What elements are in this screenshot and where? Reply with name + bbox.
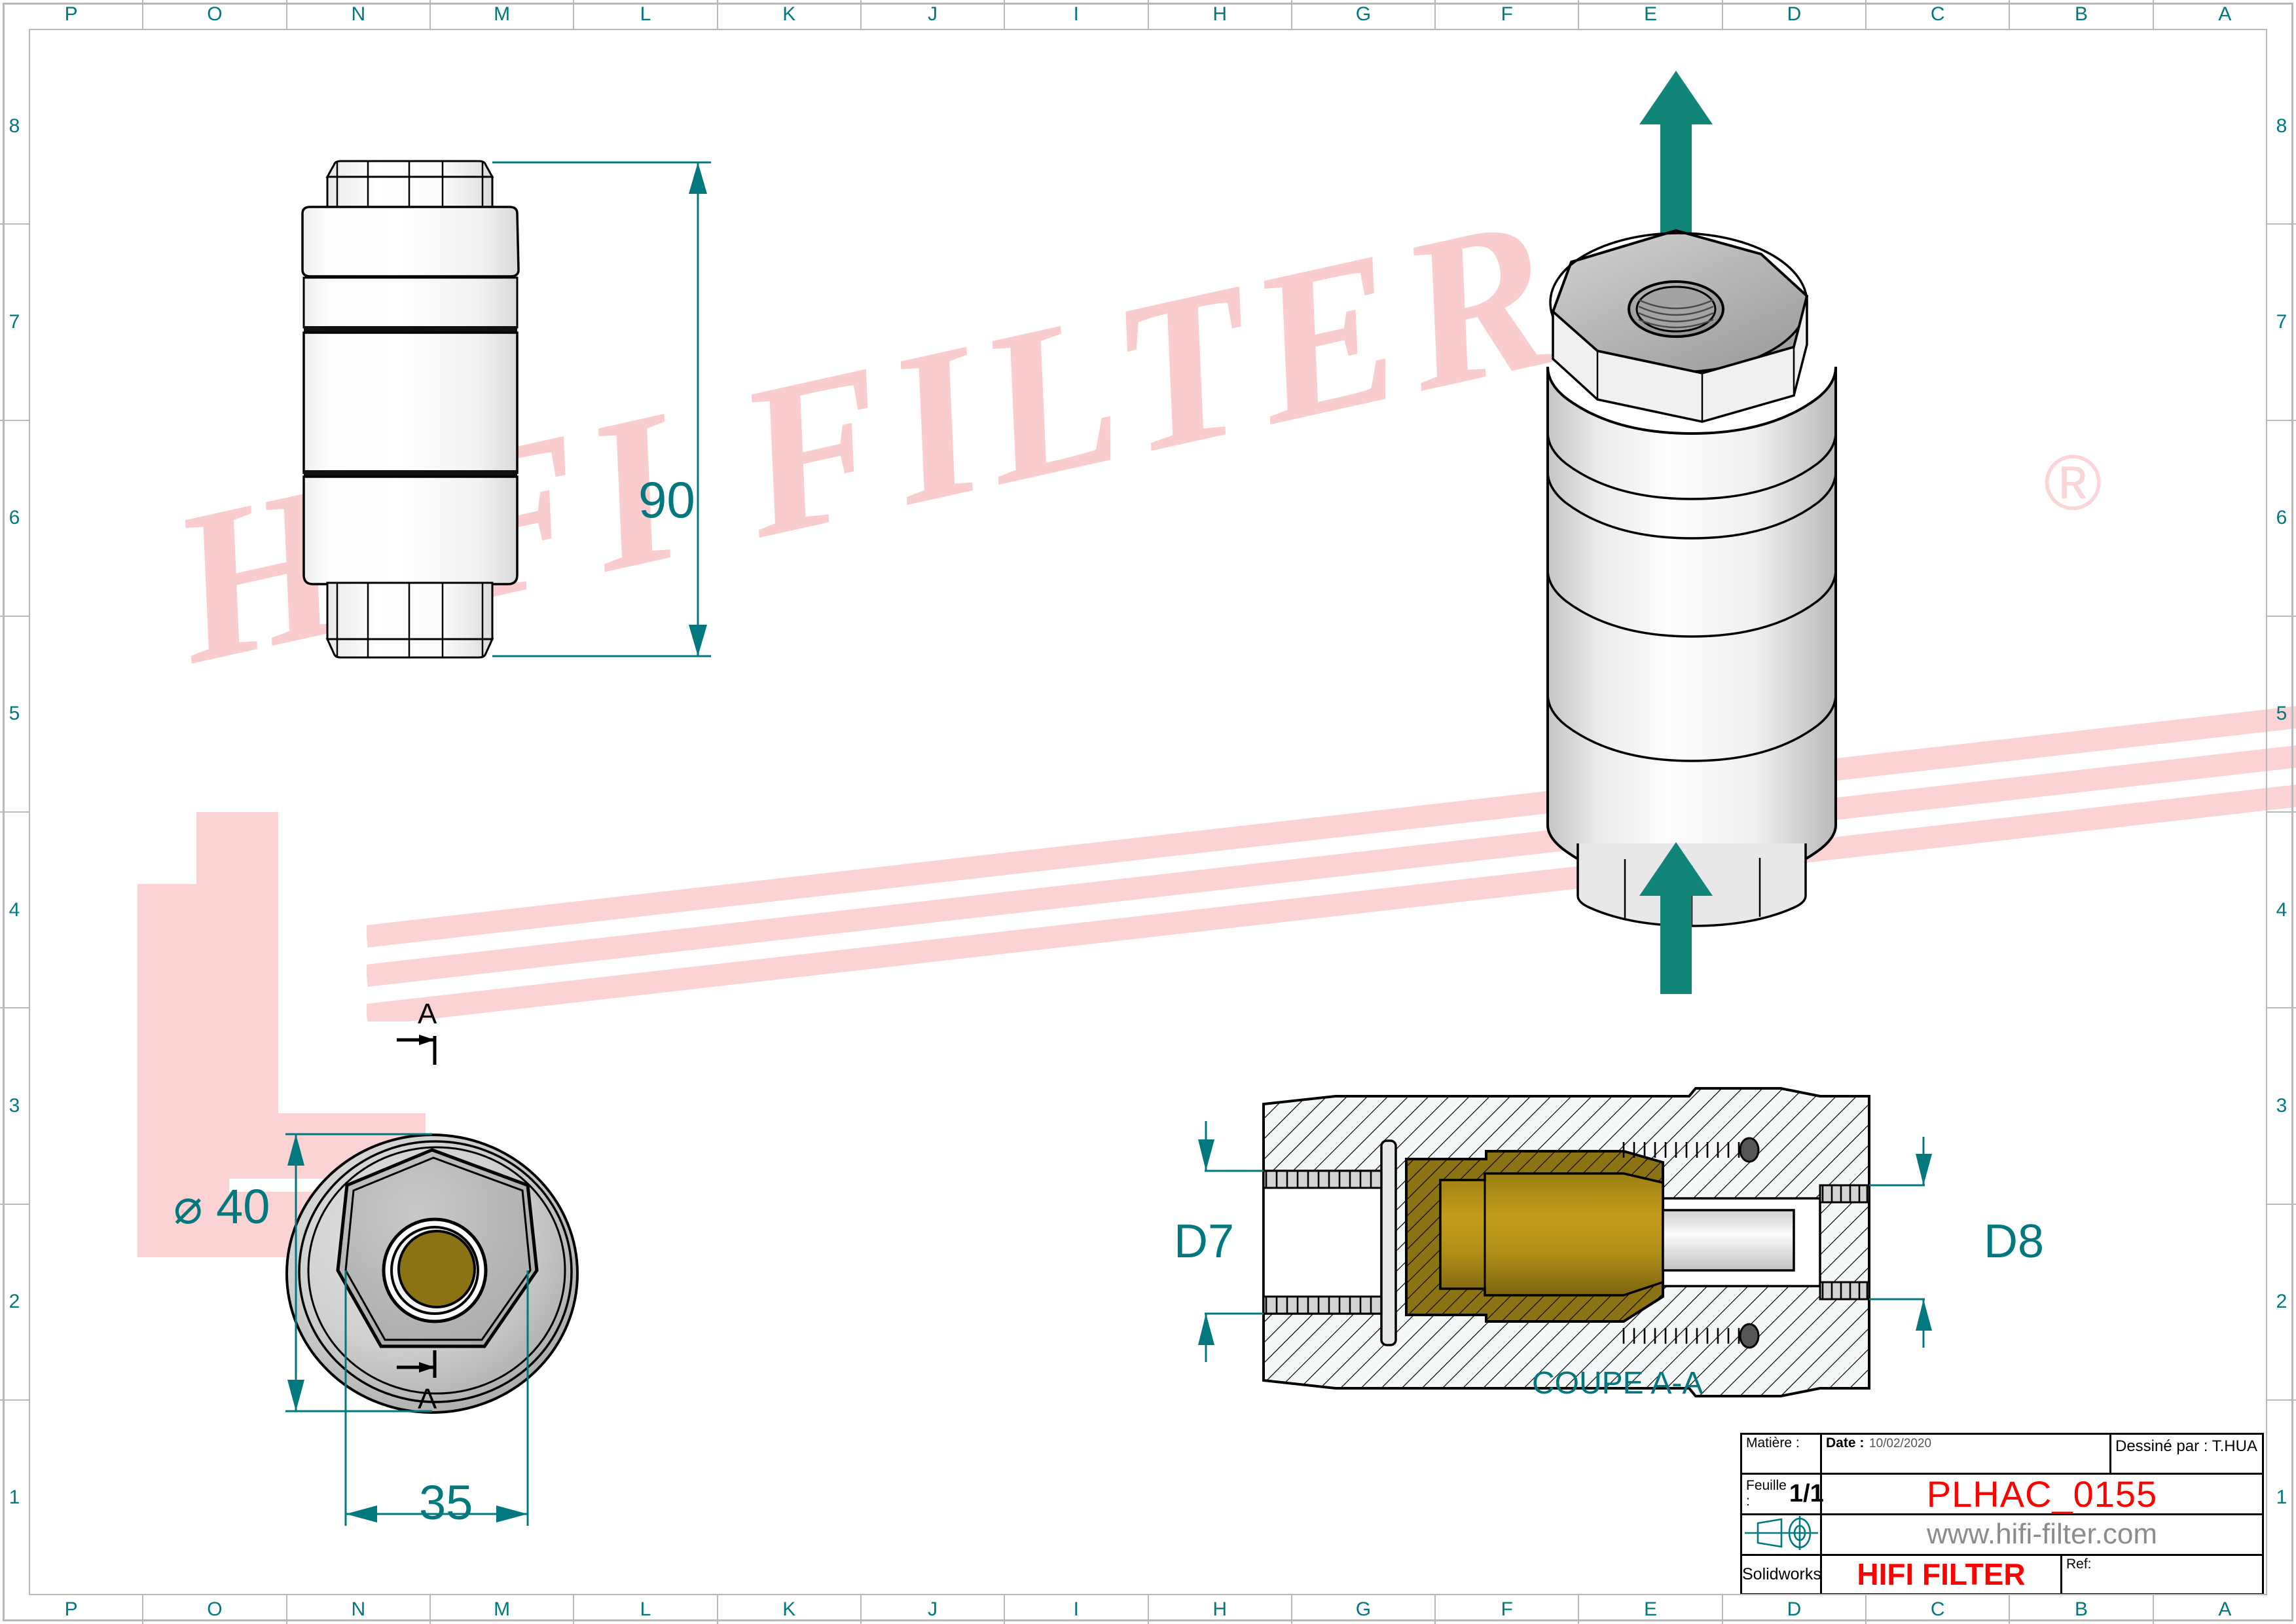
zone-col-M: M: [431, 1595, 575, 1624]
zone-col-C: C: [1867, 0, 2011, 29]
zone-col-A: A: [2218, 1598, 2232, 1620]
registered-trademark-icon: ®: [2044, 439, 2102, 526]
dimension-diameter-40: ⌀ 40: [173, 1179, 270, 1234]
inlet-flow-arrow: [1639, 842, 1713, 994]
zone-col-B: B: [2010, 1595, 2154, 1624]
dimension-d8: D8: [1984, 1215, 2045, 1268]
date-cell: Date : 10/02/2020: [1822, 1435, 2111, 1473]
software-label: Solidworks: [1742, 1564, 1821, 1583]
zone-col-G: G: [1292, 1595, 1436, 1624]
sheet-label: Feuille :: [1746, 1478, 1787, 1509]
zone-col-A: A: [2218, 3, 2232, 25]
title-block: Matière : Date : 10/02/2020 Dessiné par …: [1740, 1433, 2264, 1595]
zone-row-1: 1: [2276, 1486, 2287, 1509]
dimension-height-90: 90: [638, 471, 695, 528]
zone-row-8: 8: [0, 29, 29, 225]
zone-row-4: 4: [2267, 813, 2296, 1009]
company-cell: HIFI FILTER: [1822, 1555, 2062, 1593]
zone-col-J: J: [862, 1595, 1006, 1624]
first-angle-projection-icon: [1743, 1514, 1819, 1555]
dimension-d7: D7: [1174, 1215, 1235, 1268]
zone-col-P: P: [0, 1595, 144, 1624]
title-block-row-2: Feuille : 1/1 PLHAC_0155: [1742, 1473, 2262, 1515]
zone-col-F: F: [1436, 0, 1580, 29]
sheet-cell: Feuille : 1/1: [1742, 1474, 1824, 1513]
title-block-row-3: www.hifi-filter.com: [1742, 1515, 2262, 1556]
zone-col-L: L: [574, 1595, 718, 1624]
zone-col-C: C: [1867, 1595, 2011, 1624]
zone-col-O: O: [143, 0, 287, 29]
section-arrow-bottom-icon: [393, 1346, 471, 1386]
section-view: [1165, 1074, 1938, 1414]
zone-row-6: 6: [2267, 421, 2296, 617]
company-name: HIFI FILTER: [1857, 1557, 2026, 1592]
title-block-row-4: Solidworks HIFI FILTER Ref:: [1742, 1555, 2262, 1594]
section-marker-a-bottom: A: [418, 1383, 437, 1415]
dimension-width-35: 35: [419, 1475, 473, 1530]
zone-col-I: I: [1005, 1595, 1149, 1624]
end-view: [157, 1008, 629, 1545]
zone-col-I: I: [1005, 0, 1149, 29]
zone-col-N: N: [287, 0, 431, 29]
zone-row-1: 1: [9, 1486, 20, 1509]
outlet-flow-arrow: [1639, 71, 1713, 234]
zone-col-K: K: [718, 1595, 862, 1624]
zone-row-5: 5: [0, 617, 29, 813]
part-number-cell: PLHAC_0155: [1822, 1473, 2262, 1515]
website-cell: www.hifi-filter.com: [1822, 1515, 2262, 1554]
zone-row-2: 2: [0, 1205, 29, 1401]
date-label: Date :: [1826, 1435, 1865, 1450]
zone-col-H: H: [1149, 0, 1292, 29]
zone-col-H: H: [1149, 1595, 1292, 1624]
zone-row-2: 2: [2267, 1205, 2296, 1401]
projection-symbol-cell: [1742, 1515, 1822, 1554]
zone-row-3: 3: [2267, 1008, 2296, 1205]
material-cell: Matière :: [1742, 1435, 1822, 1473]
zone-col-L: L: [574, 0, 718, 29]
zone-col-G: G: [1292, 0, 1436, 29]
zone-row-7: 7: [0, 225, 29, 421]
front-elevation-view: [249, 151, 746, 877]
zone-col-B: B: [2010, 0, 2154, 29]
date-value: 10/02/2020: [1869, 1437, 1932, 1450]
software-cell: Solidworks: [1742, 1555, 1822, 1593]
section-arrow-top-icon: [393, 1027, 471, 1066]
zone-col-D: D: [1723, 1595, 1867, 1624]
part-number: PLHAC_0155: [1926, 1473, 2158, 1515]
zone-col-J: J: [862, 0, 1006, 29]
sheet-value: 1/1: [1789, 1480, 1824, 1507]
section-marker-a-top: A: [418, 998, 437, 1030]
zone-col-P: P: [0, 0, 144, 29]
drawn-by-label: Dessiné par : T.HUA: [2115, 1437, 2257, 1455]
zone-row-4: 4: [0, 813, 29, 1009]
website-url: www.hifi-filter.com: [1926, 1518, 2158, 1550]
section-caption: COUPE A-A: [1532, 1366, 1704, 1401]
zone-col-E: E: [1579, 1595, 1723, 1624]
ref-label: Ref:: [2066, 1556, 2092, 1572]
title-block-row-1: Matière : Date : 10/02/2020 Dessiné par …: [1742, 1435, 2262, 1475]
zone-col-F: F: [1436, 1595, 1580, 1624]
zone-col-E: E: [1579, 0, 1723, 29]
zone-row-8: 8: [2267, 29, 2296, 225]
drawn-by-cell: Dessiné par : T.HUA: [2111, 1435, 2262, 1473]
zone-row-3: 3: [0, 1008, 29, 1205]
zone-row-6: 6: [0, 421, 29, 617]
ref-cell: Ref:: [2062, 1556, 2262, 1594]
zone-col-N: N: [287, 1595, 431, 1624]
material-label: Matière :: [1746, 1435, 1800, 1450]
zone-row-5: 5: [2267, 617, 2296, 813]
zone-row-7: 7: [2267, 225, 2296, 421]
isometric-view: [1480, 65, 1977, 995]
zone-col-O: O: [143, 1595, 287, 1624]
zone-col-K: K: [718, 0, 862, 29]
zone-col-D: D: [1723, 0, 1867, 29]
zone-col-M: M: [431, 0, 575, 29]
